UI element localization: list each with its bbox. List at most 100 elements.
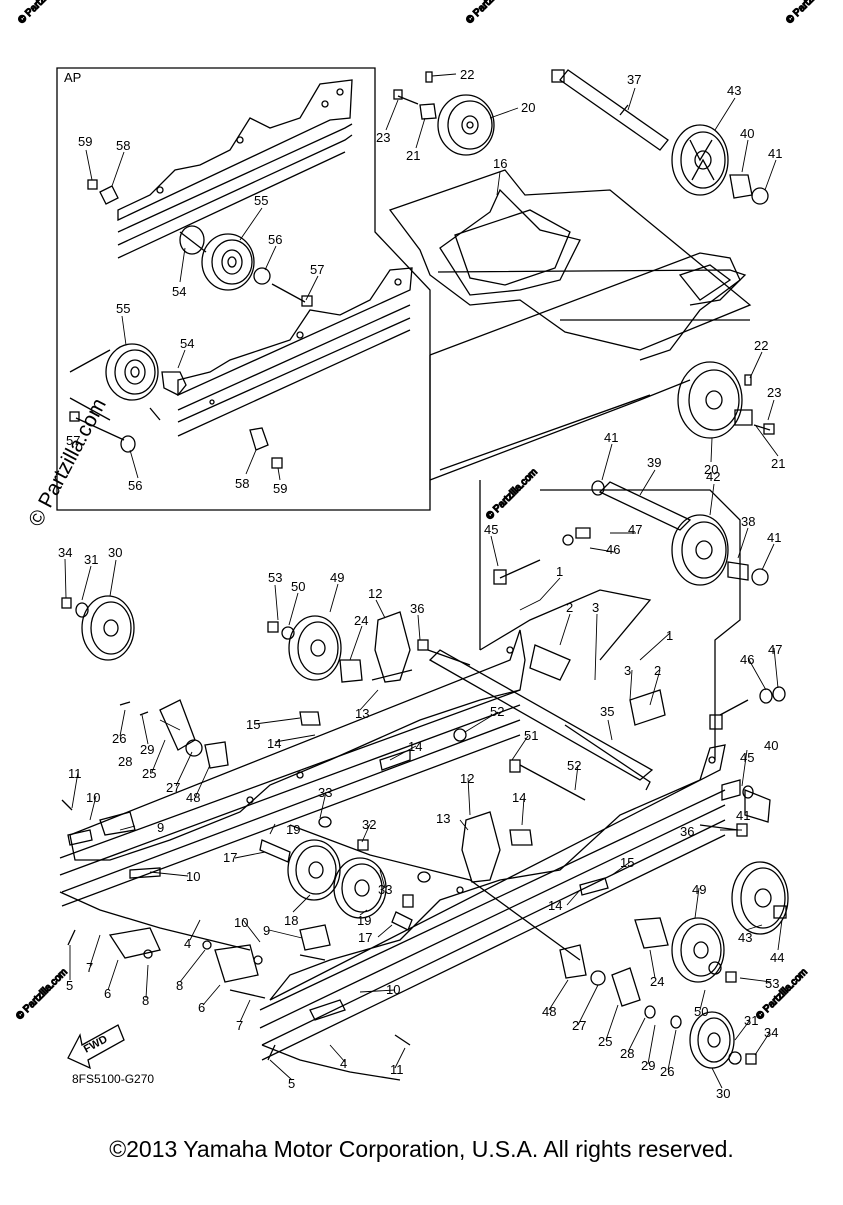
callout: 39 (647, 455, 661, 470)
callout: 58 (116, 138, 130, 153)
callout: 37 (627, 72, 641, 87)
callout: 18 (284, 913, 298, 928)
wheel-18-pair (259, 839, 413, 931)
callout: 26 (112, 731, 126, 746)
callout: 48 (186, 790, 200, 805)
callout: 14 (267, 736, 281, 751)
bracket-12-upper (371, 611, 413, 683)
callout: 14 (512, 790, 526, 805)
callout: 27 (166, 780, 180, 795)
callout: 12 (460, 771, 474, 786)
callout: 56 (128, 478, 142, 493)
callout: 6 (198, 1000, 205, 1015)
callout: 7 (236, 1018, 243, 1033)
callout: 51 (524, 728, 538, 743)
callout: 27 (572, 1018, 586, 1033)
callout: 9 (157, 820, 164, 835)
watermark-text: © Partzilla.com (484, 467, 539, 522)
callout: 46 (606, 542, 620, 557)
watermark-text: © Partzilla.com (16, 0, 71, 26)
callout-labels: 22 23 21 20 37 43 40 41 16 59 58 55 56 5… (58, 67, 785, 1101)
callout: 43 (727, 83, 741, 98)
callout: 25 (598, 1034, 612, 1049)
callout: 5 (288, 1076, 295, 1091)
bolt-36-head (417, 639, 429, 651)
callout: 31 (744, 1013, 758, 1028)
callout: 38 (741, 514, 755, 529)
inset-label: AP (64, 70, 82, 85)
callout: 6 (104, 986, 111, 1001)
callout: 52 (567, 758, 581, 773)
callout: 19 (286, 822, 300, 837)
callout: 22 (754, 338, 768, 353)
part-code: 8FS5100-G270 (72, 1072, 155, 1086)
callout: 25 (142, 766, 156, 781)
callout: 33 (378, 882, 392, 897)
callout: 53 (268, 570, 282, 585)
inset-wheel-upper (179, 225, 313, 307)
callout: 14 (548, 898, 562, 913)
callout: 36 (680, 824, 694, 839)
callout: 20 (521, 100, 535, 115)
callout: 7 (86, 960, 93, 975)
callout: 47 (768, 642, 782, 657)
callout: 41 (736, 808, 750, 823)
idler-wheel-42 (493, 480, 769, 586)
callout: 29 (641, 1058, 655, 1073)
callout: 19 (357, 913, 371, 928)
callout: 50 (694, 1004, 708, 1019)
callout: 3 (624, 663, 631, 678)
callout: 17 (358, 930, 372, 945)
callout: 2 (654, 663, 661, 678)
callout: 54 (172, 284, 186, 299)
slide-rail-right (259, 744, 726, 1061)
callout: 4 (340, 1056, 347, 1071)
callout: 34 (764, 1025, 778, 1040)
callout: 15 (246, 717, 260, 732)
callout: 33 (318, 785, 332, 800)
callout: 58 (235, 476, 249, 491)
callout: 1 (556, 564, 563, 579)
callout: 31 (84, 552, 98, 567)
callout: 16 (493, 156, 507, 171)
callout: 14 (408, 739, 422, 754)
callout: 35 (600, 704, 614, 719)
callout: 43 (738, 930, 752, 945)
bolt-36-upper (427, 649, 471, 666)
callout: 24 (354, 613, 368, 628)
watermark-text: © Partzilla.com (14, 967, 69, 1022)
callout: 4 (184, 936, 191, 951)
callout: 10 (86, 790, 100, 805)
callout: 21 (771, 456, 785, 471)
bumper-parts-left (99, 699, 229, 959)
wear-strip-right (261, 1044, 401, 1081)
callout: 10 (234, 915, 248, 930)
callout: 42 (706, 469, 720, 484)
callout: 8 (176, 978, 183, 993)
inset-lower-rail (177, 267, 413, 437)
callout: 9 (263, 923, 270, 938)
callout: 47 (628, 522, 642, 537)
callout: 49 (330, 570, 344, 585)
inset-frame (56, 67, 431, 511)
callout: 40 (764, 738, 778, 753)
top-idler-wheel-left (393, 71, 495, 156)
rear-axle-37 (551, 69, 669, 151)
callout: 41 (767, 530, 781, 545)
callout: 8 (142, 993, 149, 1008)
copyright-footer: ©2013 Yamaha Motor Corporation, U.S.A. A… (109, 1136, 734, 1162)
wear-strip-left (59, 891, 251, 951)
fwd-arrow-icon (67, 1024, 125, 1070)
callout: 54 (180, 336, 194, 351)
callout: 28 (118, 754, 132, 769)
callout: 36 (410, 601, 424, 616)
callout: 53 (765, 976, 779, 991)
watermark-text: © Partzilla.com (464, 0, 519, 26)
callout: 1 (666, 628, 673, 643)
callout: 10 (386, 982, 400, 997)
leader-lines (64, 73, 783, 1089)
callout: 10 (186, 869, 200, 884)
leader-box-right (479, 480, 741, 760)
callout: 34 (58, 545, 72, 560)
small-parts-bottom (61, 711, 609, 1061)
